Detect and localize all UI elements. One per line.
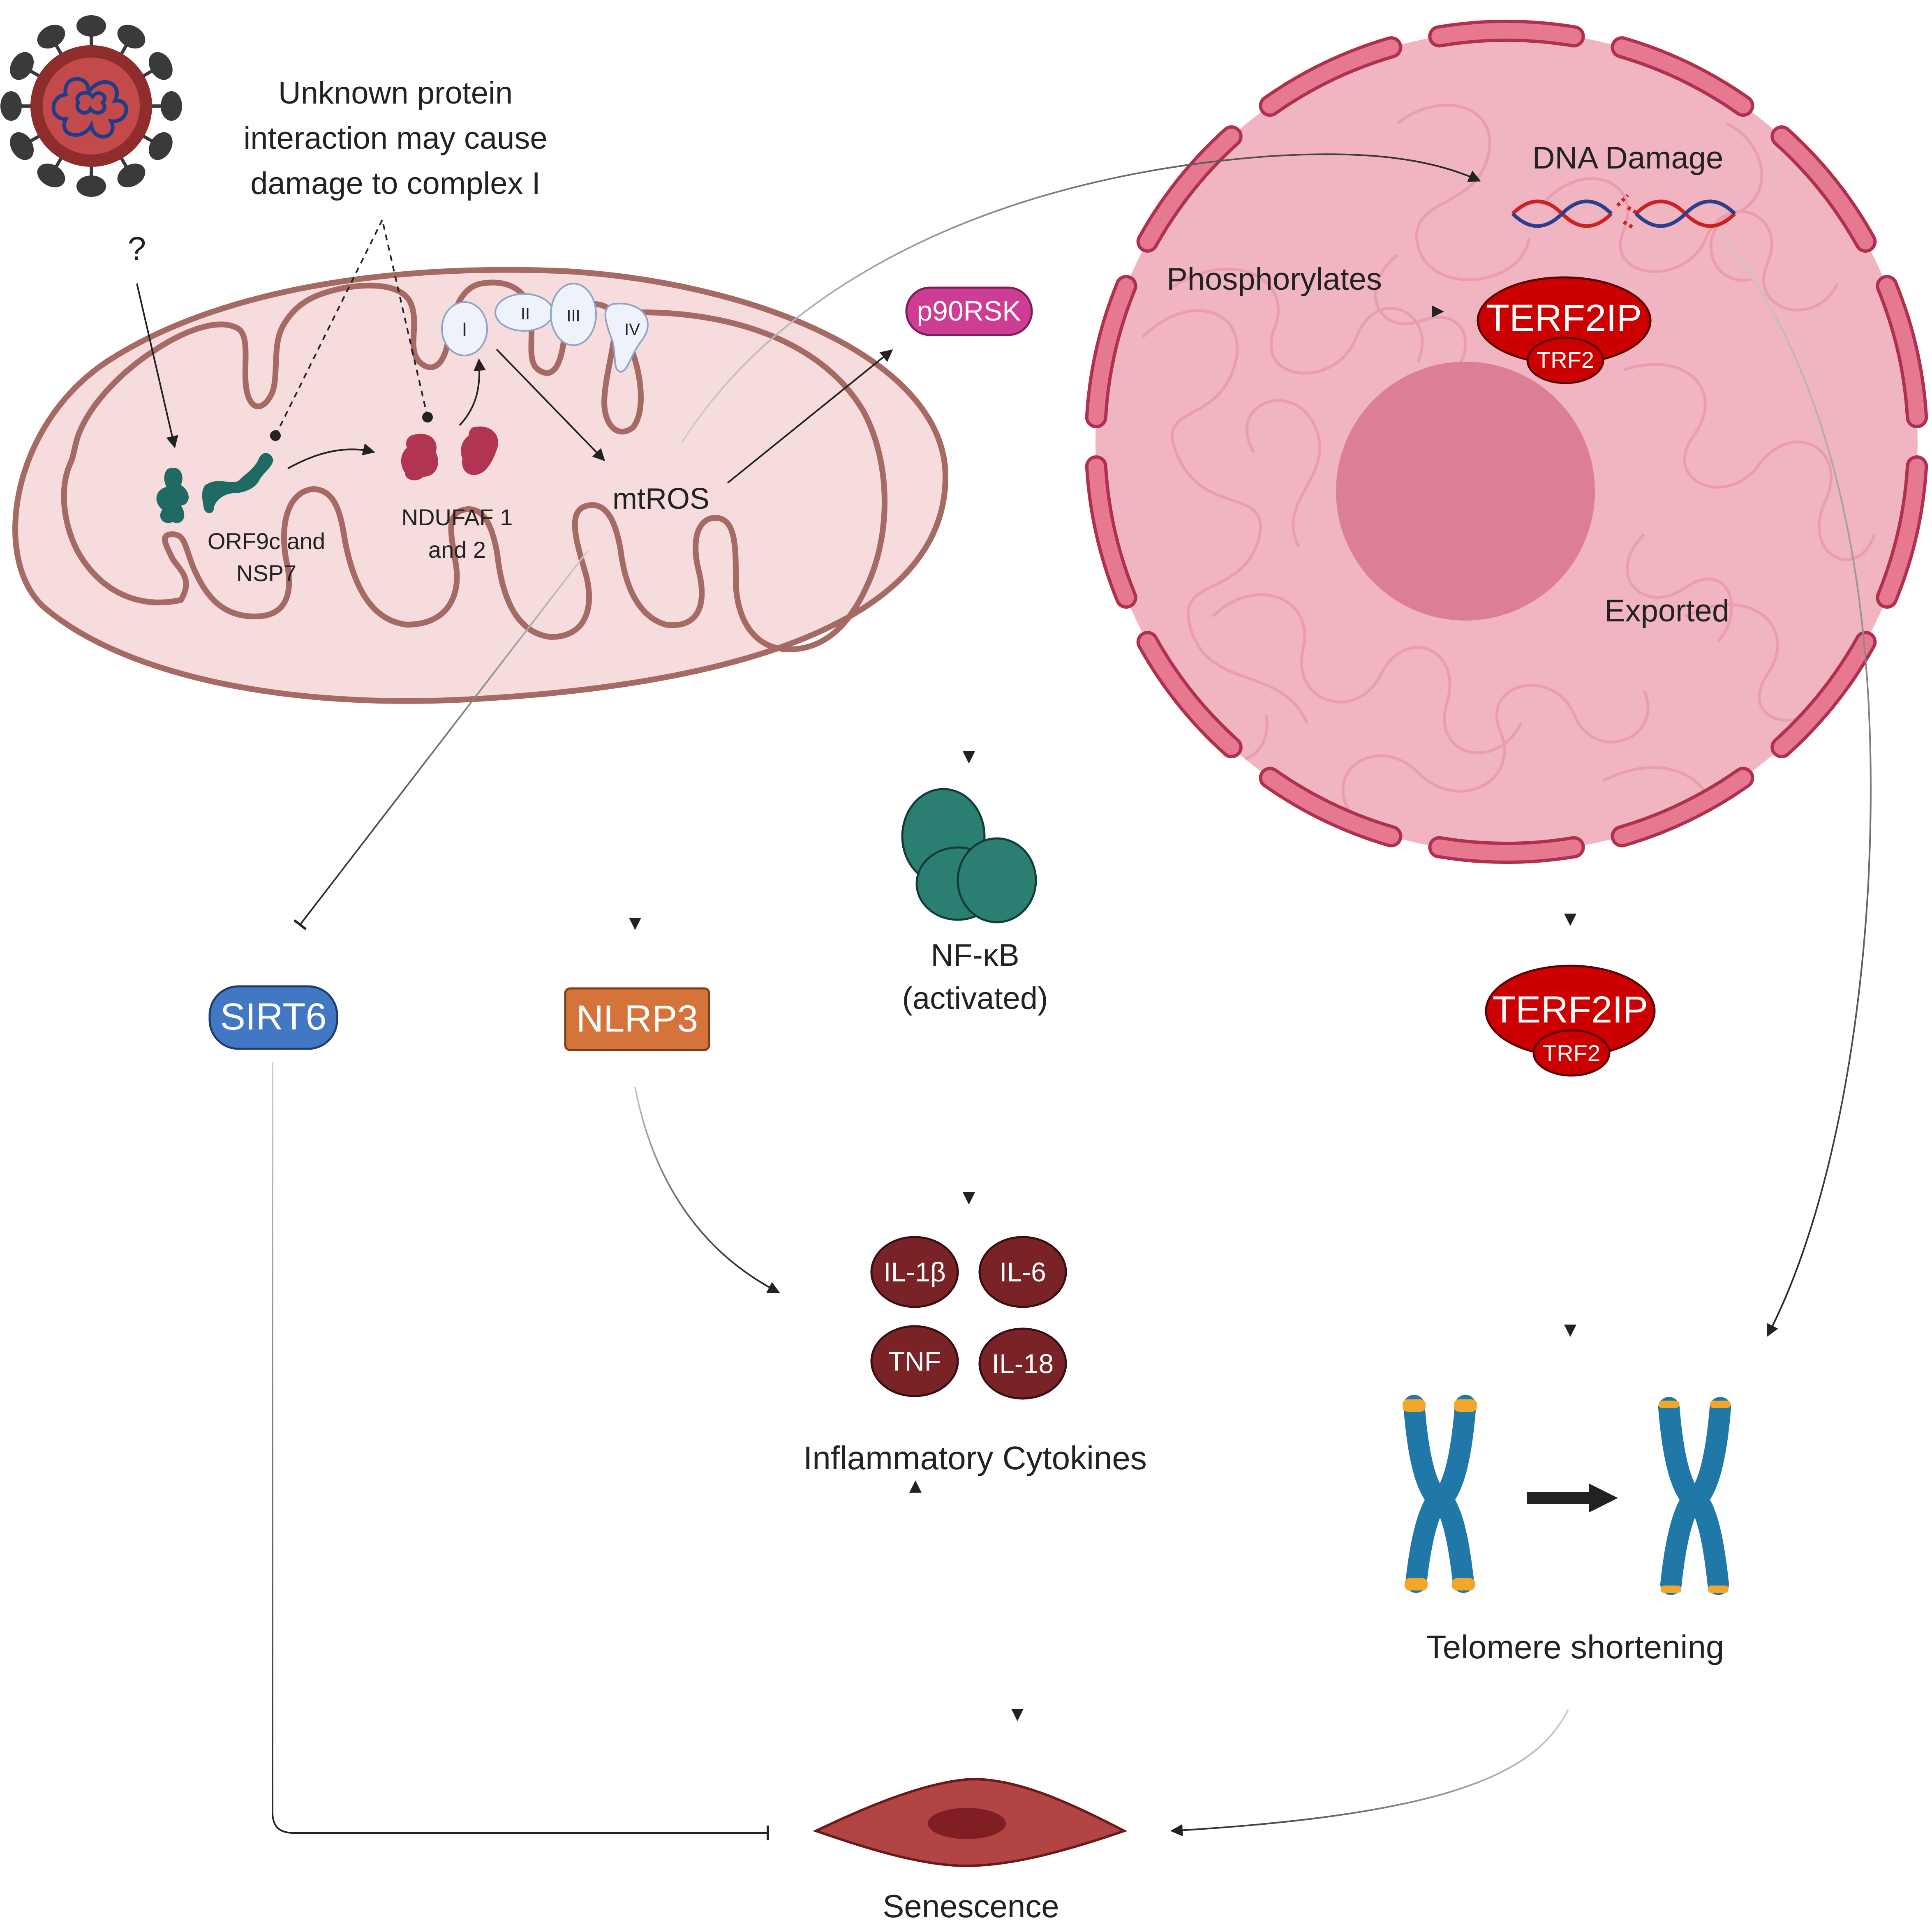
terf2ip-trf2-nuclear: TERF2IP TRF2: [1477, 276, 1652, 384]
cytokine-il6-label: IL-6: [999, 1257, 1046, 1287]
inflammatory-cytokines-label: Inflammatory Cytokines: [803, 1440, 1147, 1476]
dna-damage-to-telomere-arrow: [1717, 229, 1872, 1337]
dotted-line-right: [381, 219, 433, 422]
trf2-nuclear-label: TRF2: [1537, 347, 1594, 373]
virus-spike-head: [76, 175, 106, 197]
virus-spike-head: [117, 163, 146, 187]
virus-spike-head: [37, 25, 65, 49]
virus-to-mito-arrow: [136, 283, 178, 448]
cytokine-il1b: [870, 1236, 959, 1308]
virus-spike-head: [10, 132, 34, 160]
nfkb-label-line1: NF-κB: [931, 938, 1019, 973]
complex-iv: [604, 302, 649, 373]
mtros-to-p90rsk-arrow: [727, 349, 893, 484]
terf2ip-exported-label: TERF2IP: [1493, 989, 1648, 1031]
nlrp3-label: NLRP3: [576, 998, 698, 1040]
virus-spike-head: [10, 52, 34, 80]
virus-spike-head: [117, 25, 146, 49]
chromatin: [1142, 104, 1876, 831]
complex-i-label: I: [462, 319, 467, 340]
complex-iv-label: IV: [624, 321, 640, 339]
cytokine-il6: [978, 1236, 1067, 1308]
virus-spike-head: [148, 132, 173, 160]
mtros-to-dna-damage-arrow: [682, 153, 1481, 443]
cytokine-il18-label: IL-18: [992, 1348, 1054, 1379]
orf9c-label-line2: NSP7: [236, 560, 296, 586]
complex-iii: [550, 283, 597, 346]
orf9c-nsp7-proteins: [156, 453, 273, 523]
nlrp3-node: NLRP3: [564, 987, 710, 1051]
mtros-inhibits-sirt6: [293, 550, 589, 930]
complex-ii-label: II: [521, 305, 530, 323]
nuclear-envelope: [1085, 20, 1928, 864]
unknown-interaction-line1: Unknown protein: [278, 76, 513, 111]
telomere-shortening-label: Telomere shortening: [1426, 1629, 1724, 1665]
mtros-label: mtROS: [612, 482, 709, 515]
trf2-exported-label: TRF2: [1543, 1040, 1600, 1066]
ndufaf-to-complex-arrow: [459, 358, 486, 426]
virus-spike-head: [148, 52, 173, 80]
complex-i: [441, 301, 488, 356]
p90rsk-node: p90RSK: [905, 286, 1033, 336]
cytokine-tnf: [870, 1325, 959, 1397]
dotted-line-left: [270, 219, 383, 441]
ndufaf-label-line1: NDUFAF 1: [402, 504, 513, 530]
senescent-cell-icon: [813, 1778, 1128, 1867]
chromosome-long-icon: [1403, 1395, 1477, 1593]
p90rsk-label: p90RSK: [917, 295, 1021, 327]
complex-iii-label: III: [566, 307, 580, 325]
ndufaf-proteins: [401, 426, 498, 480]
nfkb-complex-icon: [901, 788, 1037, 923]
dna-damage-label: DNA Damage: [1532, 141, 1724, 175]
virus-spike-head: [76, 15, 106, 37]
chromosome-short-icon: [1658, 1397, 1731, 1595]
cytokine-tnf-label: TNF: [888, 1346, 941, 1376]
orf9c-label-line1: ORF9c and: [208, 528, 325, 554]
nucleus: [1085, 20, 1928, 864]
dna-helix-icon: [1511, 194, 1736, 230]
virus-spike-head: [0, 91, 22, 121]
mito-cristae: [61, 279, 888, 653]
sirt6-inhibits-senescence: [272, 1062, 769, 1840]
nlrp3-to-cytokines-arrow: [634, 1087, 780, 1293]
complex-to-mtros-arrow: [496, 349, 605, 462]
virus-question-mark: ?: [128, 230, 146, 267]
unknown-interaction-line3: damage to complex I: [250, 166, 541, 201]
cytokine-il1b-label: IL-1β: [883, 1257, 946, 1287]
nucleolus: [1336, 362, 1595, 621]
orf9c-to-ndufaf-arrow: [287, 443, 375, 469]
cytokines-cluster: IL-1β IL-6 TNF IL-18: [870, 1236, 1067, 1400]
sirt6-label: SIRT6: [220, 996, 326, 1038]
virus-spike-head: [37, 163, 65, 187]
telomere-to-senescence-arrow: [1170, 1709, 1569, 1837]
terf2ip-nuclear-label: TERF2IP: [1486, 297, 1642, 339]
connectors: [136, 153, 1872, 1840]
ndufaf-label-line2: and 2: [428, 537, 486, 563]
terf2ip-trf2-exported: TERF2IP TRF2: [1485, 965, 1656, 1077]
virus-spike-head: [161, 91, 182, 121]
sars-cov-2-virus-icon: [0, 15, 182, 197]
nfkb-label-line2: (activated): [902, 981, 1048, 1016]
senescence-label: Senescence: [883, 1888, 1059, 1924]
sirt6-node: SIRT6: [208, 985, 338, 1050]
cytokine-il18: [978, 1327, 1067, 1400]
unknown-interaction-line2: interaction may cause: [243, 121, 547, 156]
phosphorylates-label: Phosphorylates: [1167, 262, 1382, 297]
exported-label: Exported: [1604, 593, 1729, 628]
mitochondrion: I II III IV ORF9c and NSP7 NDUFAF 1 and …: [12, 267, 949, 704]
